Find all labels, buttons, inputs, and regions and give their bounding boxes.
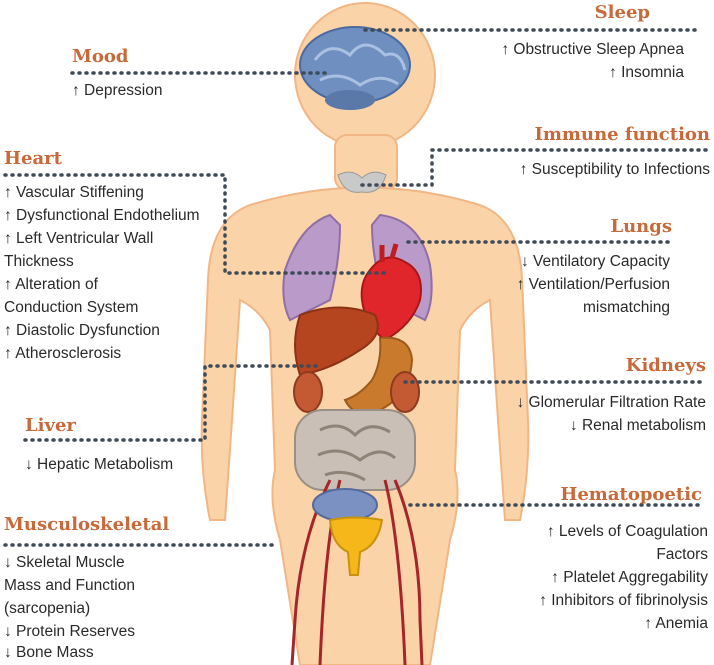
hematopoetic-title: Hematopoetic	[560, 484, 702, 505]
lungs-item-3: mismatching	[583, 299, 670, 316]
kidneys-icon	[293, 371, 420, 413]
hematopoetic-item-2: Factors	[656, 546, 708, 563]
liver-item-1: ↓ Hepatic Metabolism	[25, 456, 174, 473]
sleep-item-2: ↑ Insomnia	[609, 64, 684, 81]
heart-title: Heart	[4, 148, 62, 169]
hematopoetic-item-3: ↑ Platelet Aggregability	[551, 569, 708, 586]
lungs-item-1: ↓ Ventilatory Capacity	[520, 253, 670, 270]
hematopoetic-item-5: ↑ Anemia	[644, 615, 708, 632]
lungs-item-2: ↑ Ventilation/Perfusion	[516, 276, 670, 293]
kidneys-item-2: ↓ Renal metabolism	[569, 417, 706, 434]
connector-heart	[3, 173, 387, 275]
heart-item-2: ↑ Dysfunctional Endothelium	[4, 207, 200, 224]
intestines-icon	[294, 409, 416, 491]
musculoskeletal-title: Musculoskeletal	[4, 514, 170, 535]
heart-item-4: Thickness	[4, 253, 74, 270]
musculoskeletal-item-1: ↓ Skeletal Muscle	[4, 554, 125, 571]
connector-immune	[360, 148, 712, 187]
bladder-icon	[312, 488, 384, 576]
liver-icon	[294, 306, 379, 377]
musculoskeletal-item-3: (sarcopenia)	[4, 600, 91, 617]
heart-item-1: ↑ Vascular Stiffening	[4, 184, 144, 201]
immune-item-1: ↑ Susceptibility to Infections	[519, 161, 710, 178]
immune-title: Immune function	[534, 124, 710, 145]
musculoskeletal-item-5: ↓ Bone Mass	[4, 644, 94, 661]
musculoskeletal-item-2: Mass and Function	[4, 577, 135, 594]
mood-title: Mood	[72, 46, 129, 67]
lungs-title: Lungs	[610, 216, 672, 237]
connector-liver	[23, 364, 322, 442]
kidneys-item-1: ↓ Glomerular Filtration Rate	[516, 394, 706, 411]
hematopoetic-item-4: ↑ Inhibitors of fibrinolysis	[539, 592, 708, 609]
sleep-title: Sleep	[594, 2, 650, 23]
mood-item-1: ↑ Depression	[72, 82, 163, 99]
musculoskeletal-item-4: ↓ Protein Reserves	[4, 623, 135, 640]
thyroid-icon	[337, 171, 387, 193]
heart-item-8: ↑ Atherosclerosis	[4, 345, 122, 362]
brain-icon	[299, 26, 411, 110]
connector-lines	[3, 28, 712, 547]
heart-item-6: Conduction System	[4, 299, 139, 316]
heart-item-5: ↑ Alteration of	[4, 276, 98, 293]
kidneys-title: Kidneys	[625, 355, 706, 376]
heart-item-3: ↑ Left Ventricular Wall	[4, 230, 154, 247]
heart-item-7: ↑ Diastolic Dysfunction	[4, 322, 160, 339]
hematopoetic-item-1: ↑ Levels of Coagulation	[546, 523, 708, 540]
liver-title: Liver	[25, 415, 76, 436]
sleep-item-1: ↑ Obstructive Sleep Apnea	[501, 41, 684, 58]
